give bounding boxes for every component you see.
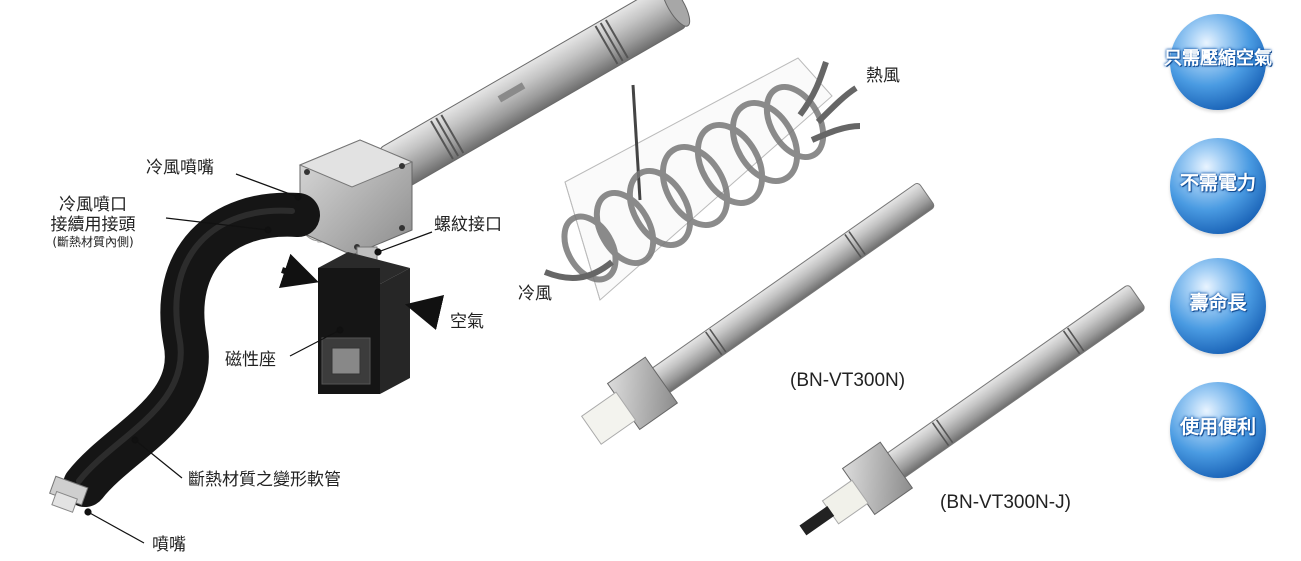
badge-compressed-air-only: 只需壓縮空氣 bbox=[1164, 14, 1272, 110]
label-cold-outlet-line3: (斷熱材質內側) bbox=[52, 235, 134, 249]
badge-convenient-text: 使用便利 bbox=[1179, 416, 1256, 438]
model-bn-vt300n-image bbox=[580, 183, 935, 445]
nozzle-tip bbox=[49, 475, 89, 513]
badge-no-electricity-text: 不需電力 bbox=[1179, 172, 1256, 194]
badge-no-electricity: 不需電力 bbox=[1170, 138, 1266, 234]
magnetic-base bbox=[318, 252, 410, 394]
label-cold-outlet-line1: 冷風噴口 bbox=[59, 195, 127, 215]
insulated-hose bbox=[63, 192, 320, 507]
badge-convenient: 使用便利 bbox=[1170, 382, 1266, 478]
label-thread-port: 螺紋接口 bbox=[434, 215, 502, 235]
label-nozzle: 噴嘴 bbox=[152, 535, 186, 555]
label-air: 空氣 bbox=[450, 312, 484, 332]
label-hot-air: 熱風 bbox=[866, 66, 900, 86]
label-cold-outlet-line2: 接續用接頭 bbox=[50, 215, 136, 235]
label-cold-air-nozzle: 冷風噴嘴 bbox=[146, 158, 214, 178]
badge-long-life: 壽命長 bbox=[1170, 258, 1266, 354]
model-label-bn-vt300n-j: (BN-VT300N-J) bbox=[940, 492, 1071, 513]
label-cold-air: 冷風 bbox=[518, 284, 552, 304]
label-magnetic-base: 磁性座 bbox=[225, 350, 276, 370]
badge-long-life-text: 壽命長 bbox=[1189, 292, 1247, 314]
air-in-arrow-right bbox=[404, 294, 445, 331]
model-label-bn-vt300n: (BN-VT300N) bbox=[790, 370, 906, 391]
vortex-cutaway-diagram bbox=[543, 57, 861, 301]
badge-compressed-air-only-text: 只需壓縮空氣 bbox=[1164, 48, 1272, 69]
air-in-arrow-left bbox=[278, 253, 319, 288]
model-bn-vt300n-j-image bbox=[799, 285, 1145, 536]
label-insulated-hose: 斷熱材質之變形軟管 bbox=[188, 470, 341, 490]
label-cold-outlet: 冷風噴口 接續用接頭 (斷熱材質內側) bbox=[18, 195, 168, 249]
